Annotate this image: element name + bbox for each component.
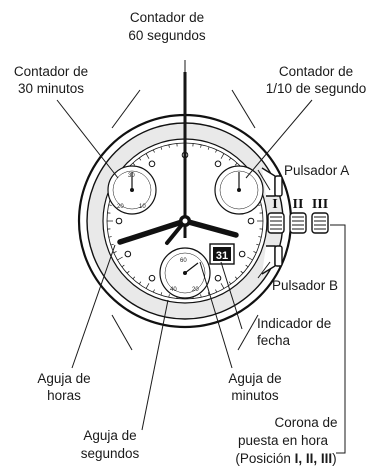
sub30-tick-10: 10 <box>139 204 146 210</box>
hour-marker <box>214 160 222 168</box>
minute-tick <box>228 281 232 285</box>
crown-positions: I II III <box>267 197 329 234</box>
strap <box>111 89 259 351</box>
hour-marker <box>148 160 156 168</box>
pusher-a[interactable] <box>261 167 283 197</box>
label-crown-line2: puesta en hora <box>238 433 329 448</box>
label-date-indicator-line2: fecha <box>257 333 291 348</box>
hour-marker <box>247 217 255 225</box>
sub-bottom-tick-60: 60 <box>180 258 187 264</box>
minute-tick <box>215 149 218 153</box>
minute-tick <box>121 264 125 268</box>
minute-tick <box>145 283 150 289</box>
minute-tick <box>256 243 260 246</box>
hour-marker <box>148 274 156 282</box>
minute-tick <box>258 204 262 206</box>
minute-tick <box>117 256 123 261</box>
subdial-30-minutes: 30 20 10 <box>107 165 157 215</box>
minute-tick <box>200 294 202 298</box>
minute-tick <box>168 144 170 148</box>
minute-tick <box>247 256 253 261</box>
label-second-hand-line2: segundos <box>81 446 140 461</box>
minute-tick <box>253 251 257 254</box>
pusher-b[interactable] <box>261 245 283 275</box>
label-hour-hand-line2: horas <box>47 388 81 403</box>
minute-tick <box>234 162 238 166</box>
hour-marker <box>214 274 222 282</box>
subdial-bottom: 60 40 20 <box>159 247 211 299</box>
minute-tick <box>245 264 249 268</box>
label-minute-hand-line2: minutos <box>231 388 279 403</box>
leader-lines <box>56 60 346 454</box>
minute-tick <box>240 270 244 274</box>
label-counter-30min-line1: Contador de <box>14 64 88 79</box>
labels: Contador de 60 segundos Contador de 30 m… <box>14 10 366 466</box>
minute-tick <box>168 294 170 298</box>
crown-position-3: III <box>312 197 328 212</box>
hour-marker <box>115 217 123 225</box>
minute-tick <box>132 162 136 166</box>
minute-tick <box>258 236 262 238</box>
minute-tick <box>108 204 112 206</box>
date-value: 31 <box>216 250 228 262</box>
minute-tick <box>207 146 210 150</box>
label-crown-line1: Corona de <box>274 415 337 430</box>
label-date-indicator-line1: Indicador de <box>257 316 331 331</box>
minute-tick <box>138 157 142 161</box>
minute-tick <box>132 276 136 280</box>
label-counter-30min-line2: 30 minutos <box>18 81 84 96</box>
label-hour-hand-line1: Aguja de <box>37 371 90 386</box>
crown-position-2: II <box>293 197 304 212</box>
label-crown-line3-positions: I, II, III <box>295 451 333 466</box>
label-second-hand-line1: Aguja de <box>83 428 136 443</box>
label-counter-tenth-line2: 1/10 de segundo <box>266 81 367 96</box>
minute-tick <box>200 144 202 148</box>
minute-tick <box>152 289 155 293</box>
minute-tick <box>110 243 114 246</box>
minute-tick <box>152 149 155 153</box>
date-window: 31 <box>209 243 235 265</box>
label-crown-line3: (Posición I, II, III) <box>235 451 336 466</box>
minute-tick <box>108 236 112 238</box>
minute-tick <box>207 292 210 296</box>
subdial-tenth-second <box>214 165 264 215</box>
minute-tick <box>160 146 163 150</box>
minute-tick <box>160 292 163 296</box>
label-crown-line3-open: (Posición <box>235 451 294 466</box>
minute-tick <box>220 283 225 289</box>
sub-bottom-tick-20: 20 <box>192 287 199 293</box>
label-pusher-b: Pulsador B <box>272 278 338 293</box>
minute-tick <box>220 153 225 159</box>
label-counter-60s-line2: 60 segundos <box>128 28 206 43</box>
minute-tick <box>126 270 130 274</box>
label-crown-line3-close: ) <box>332 451 337 466</box>
label-counter-60s-line1: Contador de <box>130 10 204 25</box>
minute-tick <box>215 289 218 293</box>
minute-tick <box>228 157 232 161</box>
label-counter-tenth-line1: Contador de <box>279 64 353 79</box>
hour-marker <box>124 250 132 258</box>
sub30-tick-20: 20 <box>117 204 124 210</box>
minute-tick <box>113 251 117 254</box>
minute-tick <box>145 153 150 159</box>
hour-marker <box>238 250 246 258</box>
label-minute-hand-line1: Aguja de <box>228 371 281 386</box>
sub-bottom-tick-40: 40 <box>170 287 177 293</box>
crown-position-1: I <box>272 197 277 212</box>
minute-tick <box>234 276 238 280</box>
label-pusher-a: Pulsador A <box>284 163 349 178</box>
minute-tick <box>138 281 142 285</box>
